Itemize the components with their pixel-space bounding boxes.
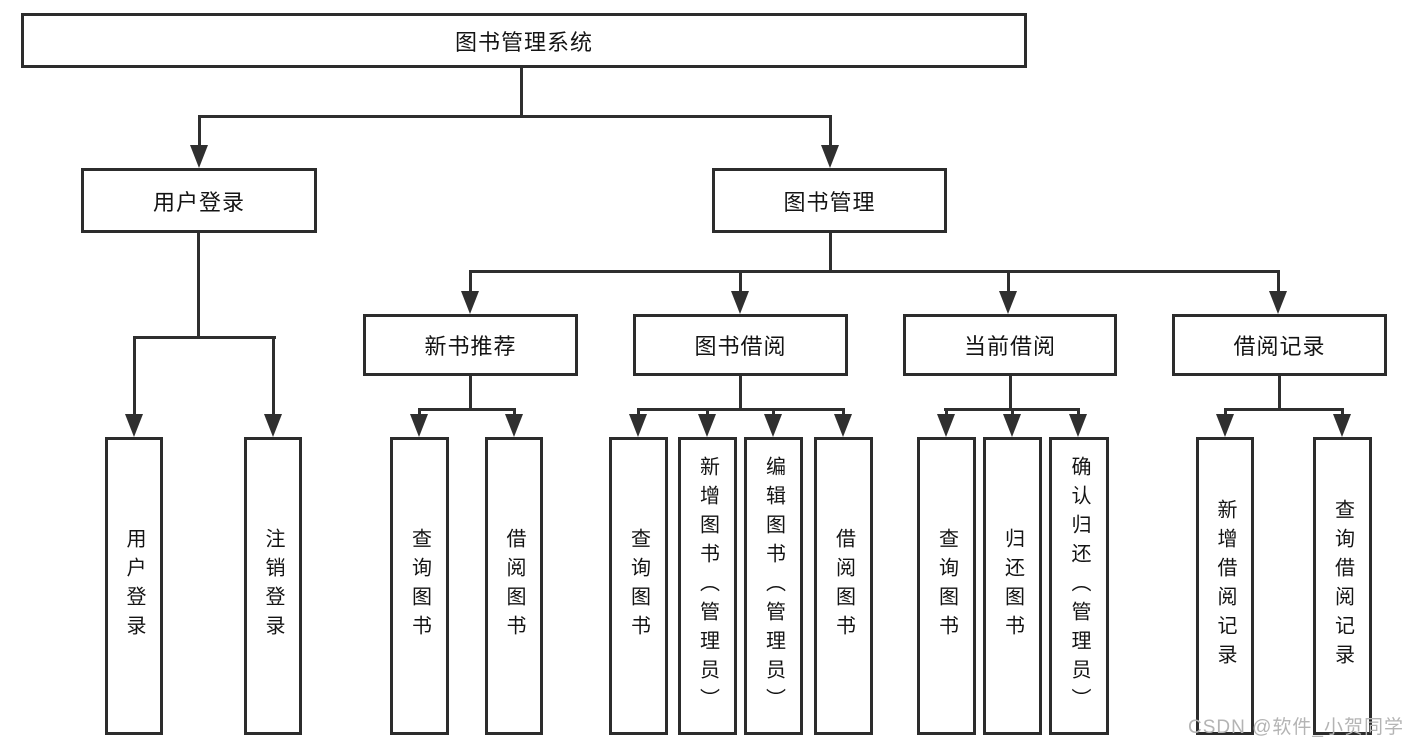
leaf-borrow-book-borrow: 借阅图书 — [814, 437, 873, 735]
arrowhead-s4-leaf1 — [1216, 414, 1234, 437]
section-borrow-records: 借阅记录 — [1172, 314, 1387, 376]
node-label: 确认归还（管理员） — [1068, 455, 1090, 717]
leaf-query-book-current: 查询图书 — [917, 437, 976, 735]
connector-user-branch-stem — [198, 115, 201, 147]
node-label: 查询图书 — [935, 528, 958, 644]
node-label: 查询图书 — [627, 528, 650, 644]
connector-s2-rail — [637, 408, 845, 411]
connector-section4-stem — [1277, 270, 1280, 294]
connector-section3-stem — [1007, 270, 1010, 294]
connector-s1-leaf2-stem — [513, 408, 516, 417]
leaf-query-book-borrow: 查询图书 — [609, 437, 668, 735]
arrowhead-section2 — [731, 291, 749, 314]
leaf-query-borrow-record: 查询借阅记录 — [1313, 437, 1372, 735]
node-label: 注销登录 — [262, 528, 284, 644]
node-label: 查询图书 — [408, 528, 431, 644]
arrowhead-s1-leaf1 — [410, 414, 428, 437]
connector-s3-leaf2-stem — [1011, 408, 1014, 417]
node-label: 编辑图书（管理员） — [762, 455, 785, 717]
arrowhead-user-leaf1 — [125, 414, 143, 437]
arrowhead-book-branch — [821, 145, 839, 168]
connector-s2-leaf1-stem — [637, 408, 640, 417]
leaf-user-login: 用户登录 — [105, 437, 163, 735]
connector-user-leaf1-stem — [133, 336, 136, 416]
node-label: 新增图书（管理员） — [696, 455, 719, 717]
connector-s4-leaf2-stem — [1341, 408, 1344, 417]
connector-s1-rail — [418, 408, 516, 411]
connector-s2-down — [739, 376, 742, 410]
connector-section1-stem — [469, 270, 472, 294]
arrowhead-section4 — [1269, 291, 1287, 314]
arrowhead-s3-leaf1 — [937, 414, 955, 437]
arrowhead-user-branch — [190, 145, 208, 168]
arrowhead-user-leaf2 — [264, 414, 282, 437]
connector-s1-leaf1-stem — [418, 408, 421, 417]
arrowhead-s2-leaf1 — [629, 414, 647, 437]
arrowhead-s2-leaf4 — [834, 414, 852, 437]
connector-s1-down — [469, 376, 472, 410]
connector-s4-rail — [1224, 408, 1344, 411]
arrowhead-s3-leaf3 — [1069, 414, 1087, 437]
leaf-logout: 注销登录 — [244, 437, 302, 735]
arrowhead-s3-leaf2 — [1003, 414, 1021, 437]
arrowhead-s1-leaf2 — [505, 414, 523, 437]
connector-user-leaf2-stem — [272, 336, 275, 416]
leaf-edit-book-admin: 编辑图书（管理员） — [744, 437, 803, 735]
leaf-return-book: 归还图书 — [983, 437, 1042, 735]
connector-s2-leaf3-stem — [772, 408, 775, 417]
branch-book-management: 图书管理 — [712, 168, 947, 233]
connector-user-rail — [133, 336, 276, 339]
connector-level1-rail — [198, 115, 832, 118]
arrowhead-section3 — [999, 291, 1017, 314]
section-book-borrow: 图书借阅 — [633, 314, 848, 376]
node-label: 当前借阅 — [963, 334, 1056, 359]
node-label: 借阅图书 — [832, 528, 855, 644]
node-label: 图书借阅 — [694, 334, 787, 359]
connector-user-down — [197, 233, 200, 336]
connector-root-stem — [520, 68, 523, 118]
node-label: 用户登录 — [152, 189, 245, 215]
connector-book-branch-stem — [829, 115, 832, 147]
leaf-query-book-recommend: 查询图书 — [390, 437, 449, 735]
node-label: 借阅记录 — [1233, 334, 1326, 359]
node-label: 新书推荐 — [424, 334, 517, 359]
arrowhead-s4-leaf2 — [1333, 414, 1351, 437]
node-label: 图书管理 — [783, 189, 876, 215]
connector-book-down — [829, 233, 832, 273]
connector-s4-leaf1-stem — [1224, 408, 1227, 417]
connector-s4-down — [1278, 376, 1281, 410]
connector-s3-leaf3-stem — [1077, 408, 1080, 417]
leaf-add-book-admin: 新增图书（管理员） — [678, 437, 737, 735]
connector-s2-leaf4-stem — [842, 408, 845, 417]
connector-section2-stem — [739, 270, 742, 294]
node-label: 归还图书 — [1001, 528, 1024, 644]
connector-s3-leaf1-stem — [945, 408, 948, 417]
connector-sections-rail — [469, 270, 1280, 273]
leaf-add-borrow-record: 新增借阅记录 — [1196, 437, 1254, 735]
connector-s3-down — [1009, 376, 1012, 410]
leaf-confirm-return-admin: 确认归还（管理员） — [1049, 437, 1109, 735]
node-label: 图书管理系统 — [454, 29, 593, 55]
node-label: 查询借阅记录 — [1331, 499, 1354, 673]
connector-s2-leaf2-stem — [706, 408, 709, 417]
arrowhead-section1 — [461, 291, 479, 314]
arrowhead-s2-leaf3 — [764, 414, 782, 437]
branch-user-login: 用户登录 — [81, 168, 317, 233]
csdn-watermark: CSDN @软件_小贺同学 — [1188, 717, 1404, 738]
node-label: 新增借阅记录 — [1214, 499, 1236, 673]
node-label: 借阅图书 — [503, 528, 525, 644]
arrowhead-s2-leaf2 — [698, 414, 716, 437]
section-current-borrow: 当前借阅 — [903, 314, 1117, 376]
leaf-borrow-book-recommend: 借阅图书 — [485, 437, 543, 735]
node-label: 用户登录 — [123, 528, 145, 644]
section-new-book-recommend: 新书推荐 — [363, 314, 578, 376]
node-library-management-system: 图书管理系统 — [21, 13, 1027, 68]
